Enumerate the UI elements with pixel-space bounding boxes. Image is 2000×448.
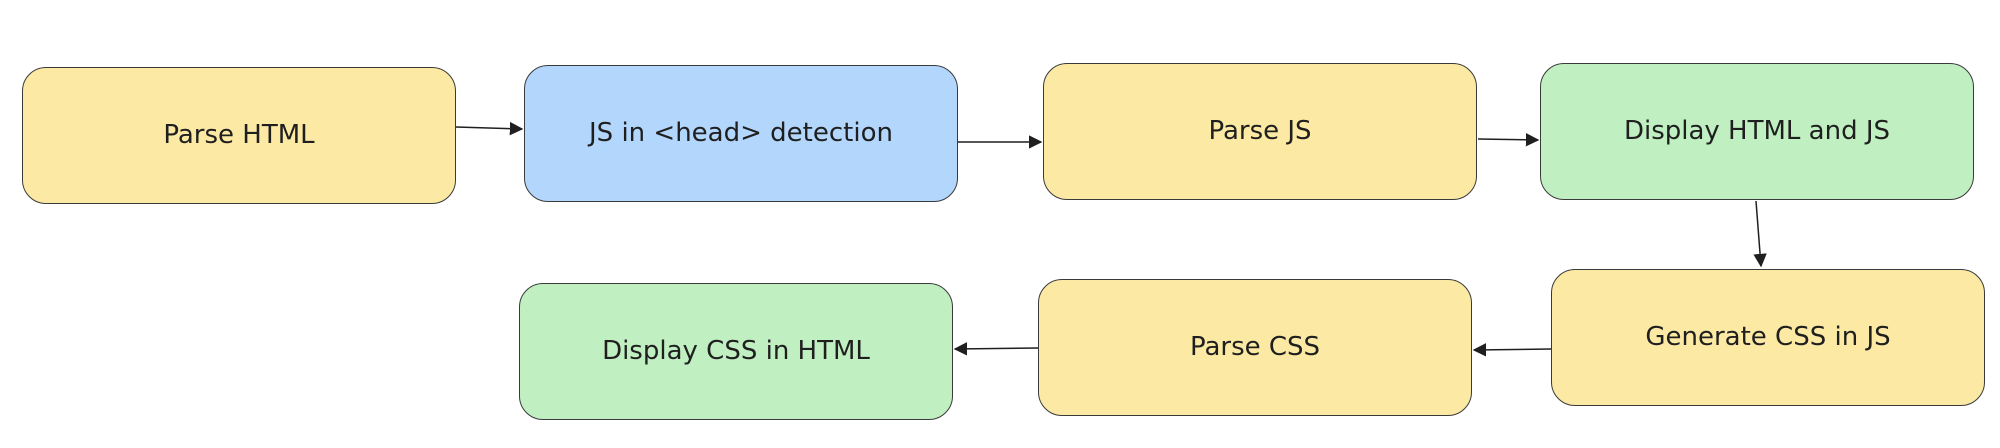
arrow-display-html-js-to-generate-css [1753, 200, 1767, 268]
parse-html-node: Parse HTML [22, 67, 456, 204]
parse-html-label: Parse HTML [163, 119, 315, 150]
parse-js-node: Parse JS [1043, 63, 1477, 200]
arrow-parse-js-to-display-html-js [1477, 133, 1540, 147]
display-css-in-html-node: Display CSS in HTML [519, 283, 953, 420]
generate-css-in-js-label: Generate CSS in JS [1645, 321, 1891, 352]
parse-js-label: Parse JS [1208, 115, 1312, 146]
display-css-in-html-label: Display CSS in HTML [602, 335, 870, 366]
display-html-and-js-label: Display HTML and JS [1623, 115, 1891, 146]
arrow-generate-css-to-parse-css [1472, 343, 1552, 357]
parse-css-node: Parse CSS [1038, 279, 1472, 416]
js-in-head-detection-node: JS in <head> detection [524, 65, 958, 202]
arrow-parse-html-to-js-detection [455, 121, 524, 136]
display-html-and-js-node: Display HTML and JS [1540, 63, 1974, 200]
generate-css-in-js-node: Generate CSS in JS [1551, 269, 1985, 406]
js-in-head-detection-label: JS in <head> detection [589, 117, 893, 148]
parse-css-label: Parse CSS [1189, 331, 1321, 362]
arrow-parse-css-to-display-css [953, 342, 1039, 356]
